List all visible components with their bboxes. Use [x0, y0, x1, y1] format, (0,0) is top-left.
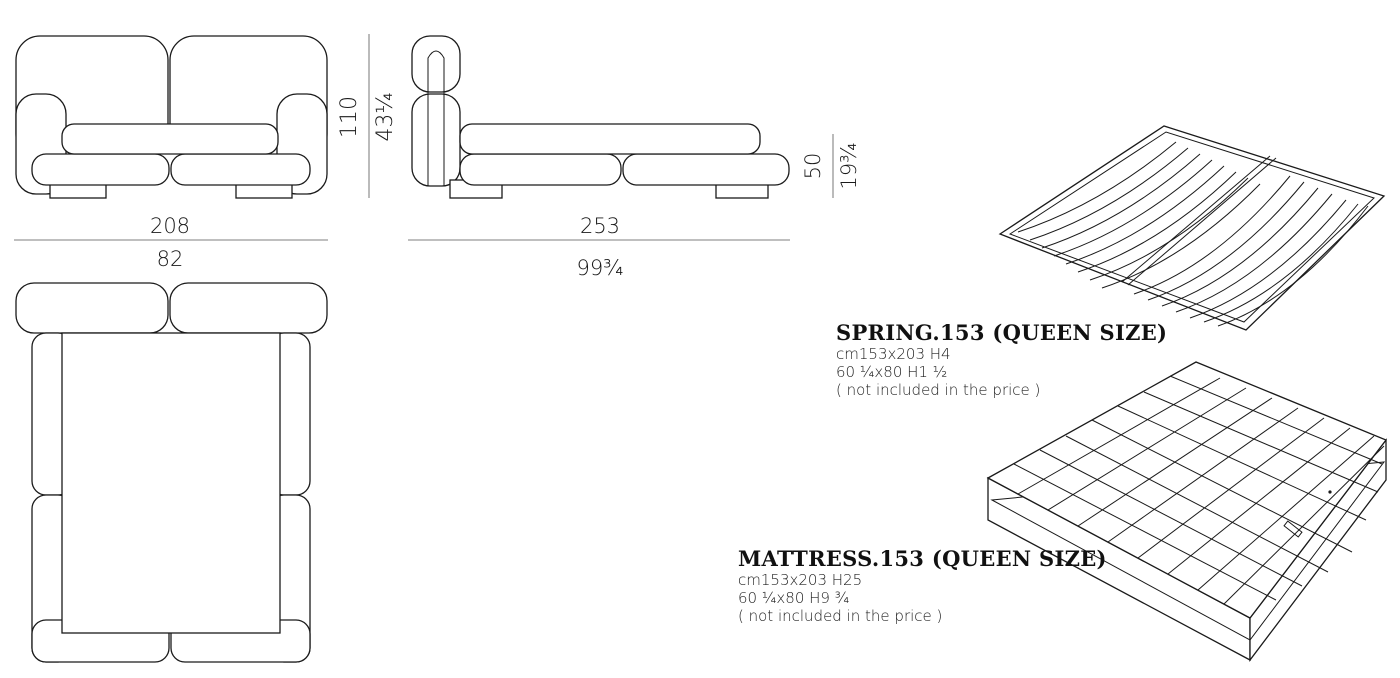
mattress-quilting [1013, 375, 1385, 605]
seat-height-cm: 50 [801, 153, 825, 180]
seat-height-in: 19¾ [837, 142, 861, 189]
side-view [411, 35, 790, 199]
spring-size-cm: cm153x203 H4 [836, 345, 951, 363]
top-mattress [61, 332, 281, 634]
mattress-handle [1283, 520, 1303, 538]
mattress-title: MATTRESS.153 (QUEEN SIZE) [738, 546, 1107, 571]
side-headboard-top [411, 35, 461, 93]
front-width-in: 82 [157, 247, 184, 271]
mattress-size-in: 60 ¼x80 H9 ¾ [738, 589, 850, 607]
mattress-size-cm: cm153x203 H25 [738, 571, 863, 589]
side-base-right [622, 153, 790, 186]
mattress-illustration [986, 361, 1388, 662]
front-width-cm: 208 [150, 214, 190, 238]
side-headboard-seam [427, 50, 445, 186]
front-seat-right [170, 153, 311, 186]
spring-title: SPRING.153 (QUEEN SIZE) [836, 320, 1168, 345]
front-mattress [61, 123, 279, 155]
front-seat-left [31, 153, 170, 186]
side-headboard-bottom [411, 93, 461, 187]
spring-center-rail-b [1127, 157, 1277, 286]
spring-size-in: 60 ¼x80 H1 ½ [836, 363, 948, 381]
mattress-label-dot [1328, 490, 1332, 494]
front-view [15, 35, 328, 199]
side-base-left [459, 153, 622, 186]
spring-note: ( not included in the price ) [836, 381, 1041, 399]
spring-slat-base-illustration [998, 125, 1386, 331]
top-view [15, 282, 328, 663]
spring-center-rail-a [1121, 155, 1271, 283]
mattress-top [986, 361, 1388, 619]
spring-slats [1017, 141, 1369, 327]
spring-frame-outer [998, 125, 1386, 331]
top-headboard-right [169, 282, 328, 334]
top-headboard-left [15, 282, 169, 334]
mattress-label: MATTRESS.153 (QUEEN SIZE) cm153x203 H25 … [738, 546, 1107, 625]
side-length-in: 99¾ [576, 256, 623, 280]
front-height-cm: 110 [337, 96, 362, 138]
side-length-cm: 253 [580, 214, 620, 238]
spring-label: SPRING.153 (QUEEN SIZE) cm153x203 H4 60 … [836, 320, 1167, 399]
side-mattress [459, 123, 761, 155]
mattress-note: ( not included in the price ) [738, 607, 943, 625]
front-height-in: 43¼ [373, 92, 398, 141]
